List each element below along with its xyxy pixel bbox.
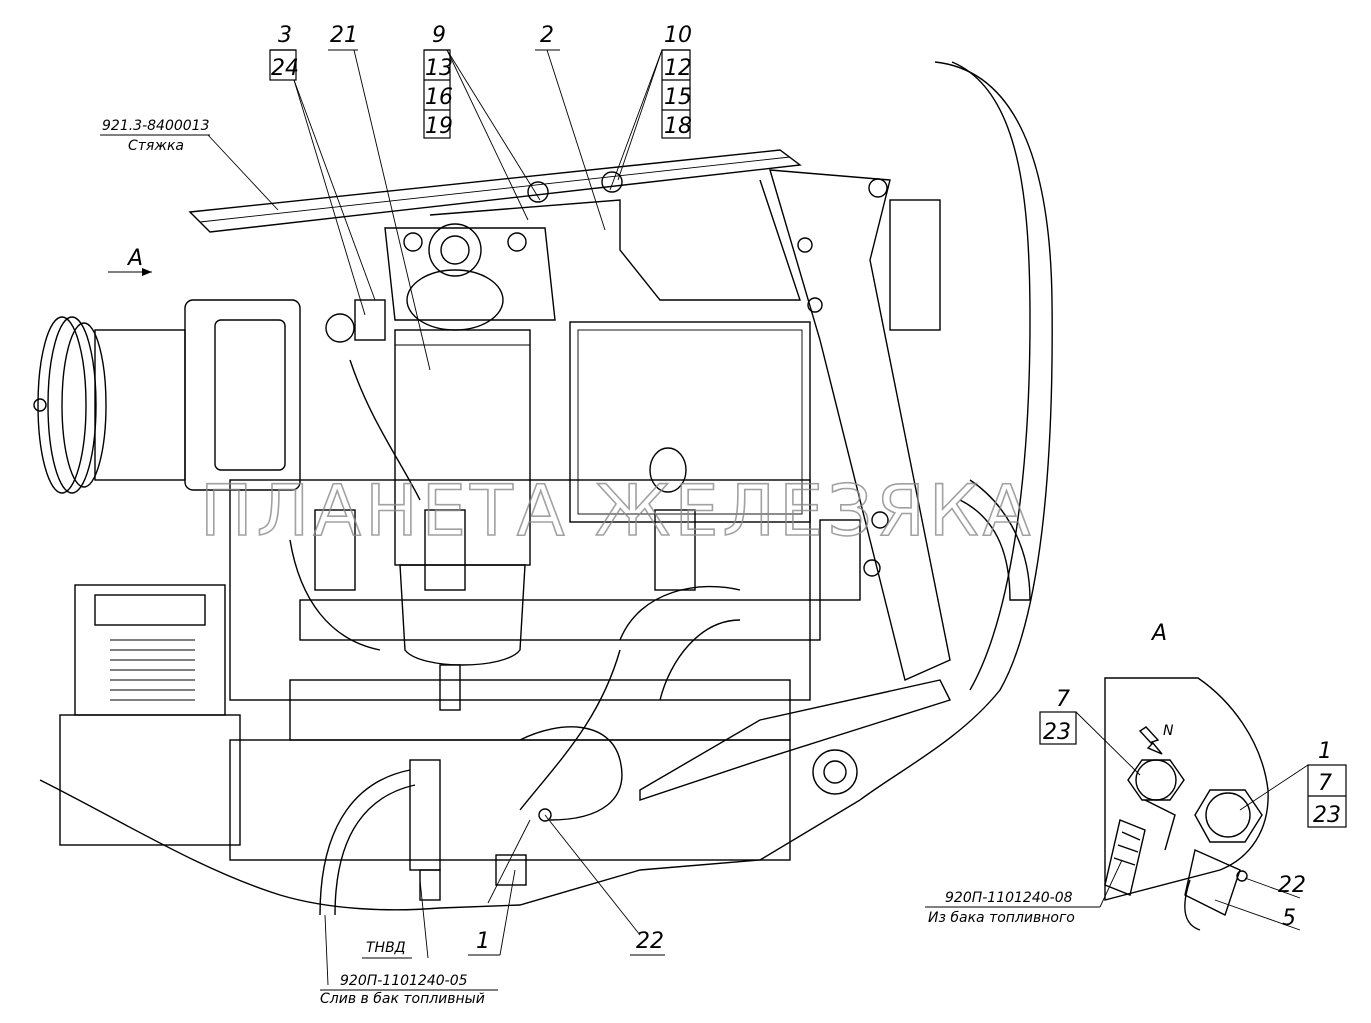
drain-hose-desc: Слив в бак топливный <box>320 991 485 1007</box>
callout-15: 15 <box>664 85 692 110</box>
callout-12: 12 <box>664 56 692 81</box>
callout-22-bottom: 22 <box>636 929 664 954</box>
callout-19: 19 <box>425 114 453 139</box>
callout-3: 3 <box>278 23 292 48</box>
callout-21: 21 <box>330 23 358 48</box>
view-a-left-7: 7 <box>1056 687 1070 712</box>
view-arrow-a: A <box>108 246 152 276</box>
callout-1-bottom: 1 <box>476 929 490 954</box>
engine-cut-outline <box>39 779 861 911</box>
svg-text:A: A <box>126 246 143 271</box>
supply-hose-desc: Из бака топливного <box>928 910 1075 926</box>
tie-rod <box>188 149 802 233</box>
view-a-left-23: 23 <box>1043 720 1071 745</box>
callout-10: 10 <box>664 23 692 48</box>
view-a-5: 5 <box>1282 906 1296 931</box>
view-a-right-7: 7 <box>1318 771 1332 796</box>
bracket <box>429 179 801 301</box>
view-a-22: 22 <box>1278 873 1306 898</box>
callout-24: 24 <box>271 56 299 81</box>
injectors <box>314 509 861 601</box>
callout-18: 18 <box>664 114 692 139</box>
supply-hose-part-number: 920П-1101240-08 <box>945 890 1073 906</box>
pulley <box>33 316 186 494</box>
view-a-title: A <box>1150 621 1167 646</box>
tie-name: Стяжка <box>128 138 184 154</box>
watermark: ПЛАНЕТА ЖЕЛЕЗЯКА <box>200 470 1035 552</box>
view-a-right-1: 1 <box>1318 739 1332 764</box>
view-a-detail: A N 7 23 1 7 23 <box>925 621 1347 931</box>
leader-lines <box>207 49 663 986</box>
pump-label: ТНВД <box>366 940 406 956</box>
callout-16: 16 <box>425 85 453 110</box>
view-a-right-23: 23 <box>1313 803 1341 828</box>
fuel-filter <box>384 223 556 711</box>
dir-mark-n: N <box>1163 723 1174 739</box>
compressor <box>59 584 241 846</box>
strap <box>769 169 951 681</box>
callout-2: 2 <box>540 23 554 48</box>
tie-part-number: 921.3-8400013 <box>102 118 209 134</box>
bonnet-outline <box>859 61 1053 801</box>
callout-13: 13 <box>425 56 453 81</box>
valve-cover <box>569 321 811 523</box>
drain-hose-part-number: 920П-1101240-05 <box>340 973 468 989</box>
callout-9: 9 <box>432 23 446 48</box>
